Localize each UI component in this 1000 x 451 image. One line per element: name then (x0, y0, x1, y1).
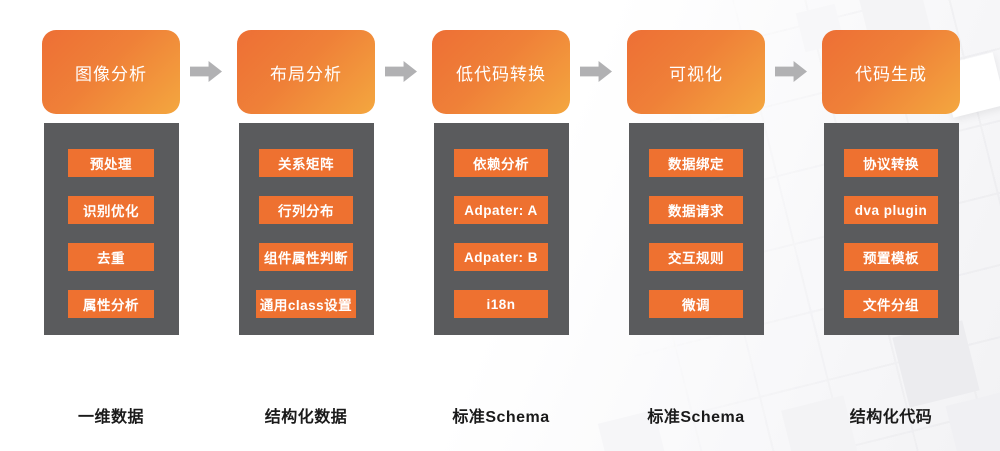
step-chip: 交互规则 (649, 243, 743, 271)
stage-header: 代码生成 (822, 30, 960, 114)
step-chip: 属性分析 (68, 290, 154, 318)
stage-output-label: 一维数据 (77, 409, 144, 426)
step-chip: 协议转换 (844, 149, 938, 177)
stage-output-label: 标准Schema (452, 409, 550, 426)
stage-column-visualization: 可视化 数据绑定 数据请求 交互规则 微调 标准Schema (627, 30, 765, 427)
stage-output-label: 结构化数据 (264, 409, 348, 426)
stage-output-label: 结构化代码 (849, 409, 933, 426)
stage-column-layout-analysis: 布局分析 关系矩阵 行列分布 组件属性判断 通用class设置 结构化数据 (237, 30, 375, 427)
stage-panel: 协议转换 dva plugin 预置模板 文件分组 (823, 123, 959, 335)
stage-panel: 关系矩阵 行列分布 组件属性判断 通用class设置 (238, 123, 374, 335)
step-chip: 微调 (649, 290, 743, 318)
step-chip: 关系矩阵 (259, 149, 353, 177)
stage-column-code-generation: 代码生成 协议转换 dva plugin 预置模板 文件分组 结构化代码 (822, 30, 960, 427)
step-chip: 依赖分析 (454, 149, 548, 177)
step-chip: 数据绑定 (649, 149, 743, 177)
step-chip: i18n (454, 290, 548, 318)
stage-header: 可视化 (627, 30, 765, 114)
step-chip: 文件分组 (844, 290, 938, 318)
step-chip: 通用class设置 (255, 290, 357, 318)
flow-arrow-icon (385, 61, 417, 82)
stage-panel: 预处理 识别优化 去重 属性分析 (43, 123, 179, 335)
step-chip: Adpater: B (454, 243, 548, 271)
stage-panel: 依赖分析 Adpater: A Adpater: B i18n (433, 123, 569, 335)
stage-header: 布局分析 (237, 30, 375, 114)
stage-panel: 数据绑定 数据请求 交互规则 微调 (628, 123, 764, 335)
stage-output-label: 标准Schema (647, 409, 745, 426)
stage-header: 低代码转换 (432, 30, 570, 114)
step-chip: 去重 (68, 243, 154, 271)
stage-header: 图像分析 (42, 30, 180, 114)
step-chip: dva plugin (844, 196, 938, 224)
stage-column-image-analysis: 图像分析 预处理 识别优化 去重 属性分析 一维数据 (42, 30, 180, 427)
step-chip: 行列分布 (259, 196, 353, 224)
step-chip: 识别优化 (68, 196, 154, 224)
step-chip: 组件属性判断 (259, 243, 353, 271)
stage-column-lowcode-convert: 低代码转换 依赖分析 Adpater: A Adpater: B i18n 标准… (432, 30, 570, 427)
flow-arrow-icon (190, 61, 222, 82)
step-chip: Adpater: A (454, 196, 548, 224)
step-chip: 预置模板 (844, 243, 938, 271)
step-chip: 预处理 (68, 149, 154, 177)
step-chip: 数据请求 (649, 196, 743, 224)
